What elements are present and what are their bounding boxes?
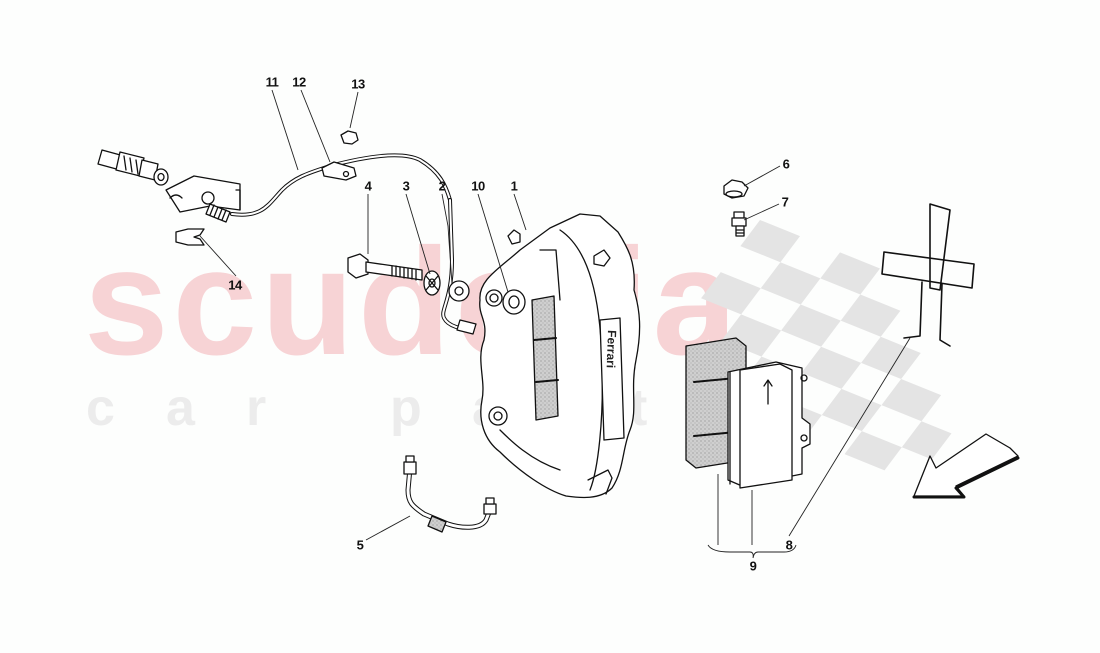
- callout-3[interactable]: 3: [402, 178, 410, 194]
- watermark-letter-r: r: [246, 379, 267, 437]
- watermark-letter-p: p: [390, 379, 422, 437]
- nut: [340, 130, 359, 145]
- caliper-logo: Ferrari: [604, 330, 619, 368]
- washer: [448, 280, 470, 302]
- brake-pipe: [403, 455, 497, 533]
- callout-6[interactable]: 6: [782, 156, 790, 172]
- watermark-letter-t: t: [630, 379, 648, 437]
- brake-caliper: Ferrari: [479, 213, 641, 499]
- callout-11[interactable]: 11: [265, 74, 279, 90]
- callout-12[interactable]: 12: [292, 74, 306, 90]
- retaining-clip: [175, 228, 205, 246]
- callout-5[interactable]: 5: [356, 537, 364, 553]
- sensor-bracket: [165, 175, 241, 213]
- callout-10[interactable]: 10: [471, 178, 485, 194]
- caliper-bolt: [347, 253, 423, 281]
- caliper-pad: [531, 295, 559, 421]
- callout-13[interactable]: 13: [351, 76, 365, 92]
- callout-7[interactable]: 7: [781, 194, 789, 210]
- leader-lines: [199, 89, 911, 559]
- watermark-letter-a: a: [166, 379, 195, 437]
- sensor-connector: [97, 149, 169, 186]
- callout-4[interactable]: 4: [364, 178, 372, 194]
- callout-8[interactable]: 8: [785, 537, 793, 553]
- callout-9[interactable]: 9: [749, 558, 757, 574]
- bushing: [502, 289, 526, 315]
- cable-clip: [321, 161, 357, 181]
- pad-spring: [881, 203, 975, 347]
- bleeder-cap: [723, 179, 749, 199]
- bleeder-screw: [731, 211, 747, 237]
- callout-2[interactable]: 2: [438, 178, 446, 194]
- callout-14[interactable]: 14: [228, 277, 242, 293]
- brake-pad-inner: [727, 361, 811, 489]
- watermark-letter-c: c: [86, 379, 115, 437]
- cable-threaded-end: [205, 203, 231, 223]
- callout-1[interactable]: 1: [510, 178, 518, 194]
